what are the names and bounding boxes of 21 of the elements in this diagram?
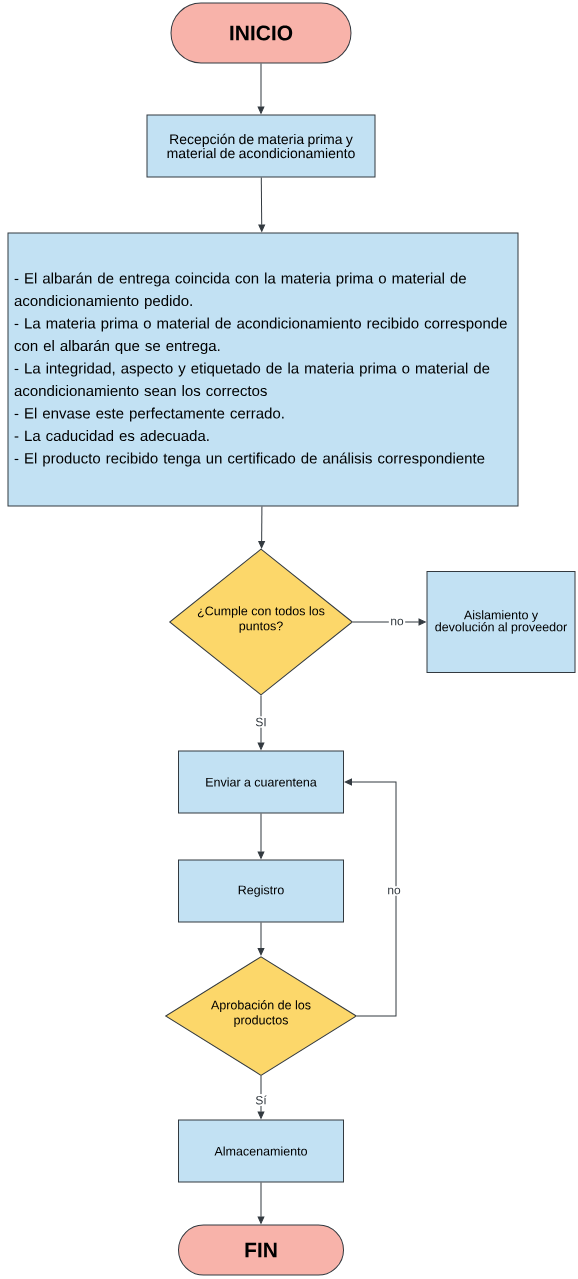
arrow <box>257 1075 265 1119</box>
arrow <box>258 177 266 232</box>
process-box: Recepción de materia prima y material de acondicionamiento <box>146 114 376 178</box>
edge-label: no <box>385 886 403 896</box>
process-box: Almacenamiento <box>178 1119 344 1183</box>
process-box: Enviar a cuarentena <box>178 750 344 814</box>
arrow <box>257 63 265 114</box>
arrow <box>257 695 265 750</box>
edge-label: SI <box>253 716 269 728</box>
process-box: Aislamiento y devolución al proveedor <box>426 571 576 673</box>
arrow <box>257 922 265 956</box>
arrow <box>258 506 265 549</box>
process-box: Registro <box>178 859 344 923</box>
checklist-box: - El albarán de entrega coincida con la materia prima o material de acondicionamiento pedido. - La materia prima o material de acondicionamiento recibido corresponde con el albarán que se entrega. - La integridad, aspecto y etiquetado de la materia prima o material de acondicionamiento sean los correctos - El envase este perfectamente cerrado. - La caducidad es adecuada. - El producto recibido tenga un certificado de análisis correspondiente <box>7 232 519 507</box>
arrow <box>257 1182 265 1224</box>
edge-label: Sí <box>253 1094 269 1106</box>
terminal-oval: FIN <box>178 1224 344 1276</box>
arrow <box>344 778 397 1017</box>
arrow <box>257 813 265 859</box>
arrow <box>352 618 426 626</box>
edge-label: no <box>388 617 406 627</box>
